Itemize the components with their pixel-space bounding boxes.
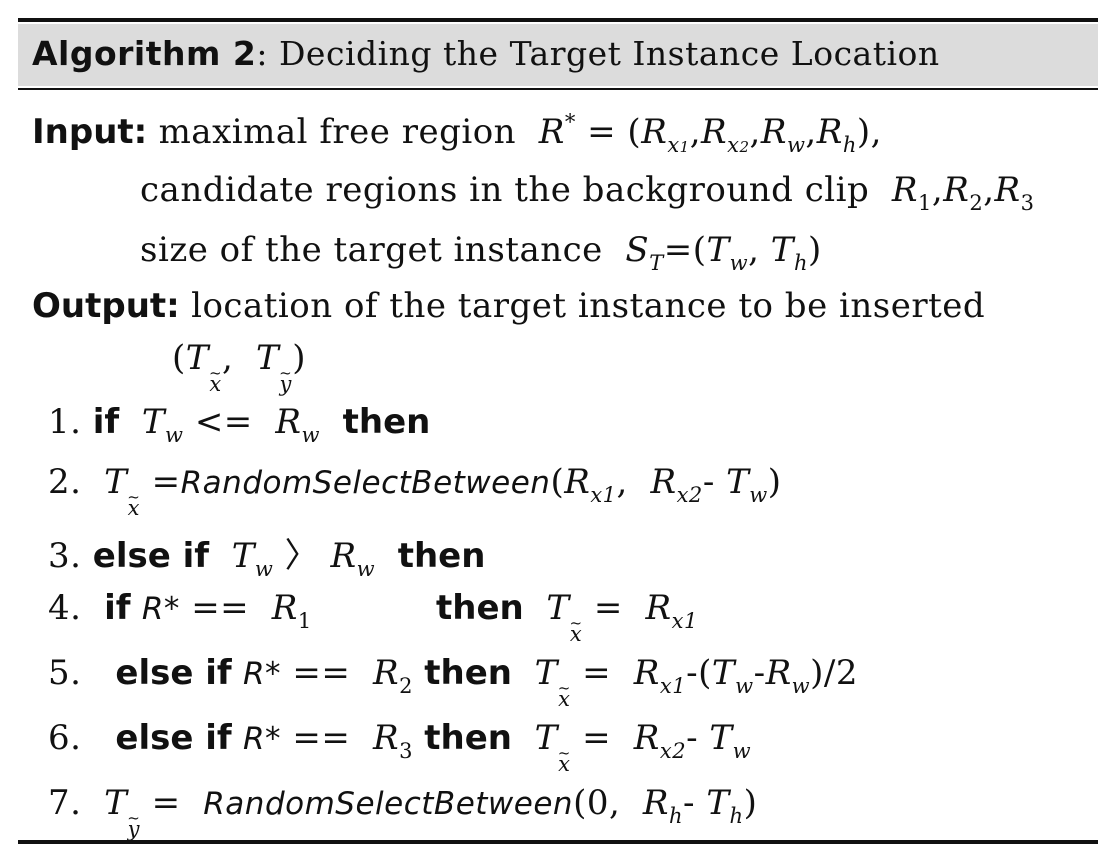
algorithm-title: Algorithm 2: Deciding the Target Instanc… xyxy=(32,34,940,73)
title-band xyxy=(18,24,1098,86)
step-4: 4. if R* == R1 xyxy=(48,588,312,633)
random-select-fn: RandomSelectBetween xyxy=(180,465,551,501)
step-3: 3. else if Tw 〉 Rw then xyxy=(48,536,486,581)
input-line-1: Input: maximal free region R* = (Rx1,Rx2… xyxy=(32,110,882,157)
input-line-3: size of the target instance ST=(Tw, Th) xyxy=(140,230,822,275)
top-rule xyxy=(18,18,1098,22)
algorithm-title-text: Deciding the Target Instance Location xyxy=(278,34,940,73)
bottom-rule xyxy=(18,840,1098,844)
step-7: 7. T~y = RandomSelectBetween(0, Rh- Th) xyxy=(48,783,758,841)
input-line-2: candidate regions in the background clip… xyxy=(140,170,1035,215)
output-line-1: Output: location of the target instance … xyxy=(32,286,986,326)
output-line-2: (T~x, T~y) xyxy=(172,338,306,396)
step-4-then: then T~x = Rx1 xyxy=(436,588,698,646)
step-5: 5. else if R* == R2 then T~x = Rx1-(Tw-R… xyxy=(48,653,859,711)
output-label: Output: xyxy=(32,286,180,326)
step-1: 1. if Tw <= Rw then xyxy=(48,402,431,447)
step-6: 6. else if R* == R3 then T~x = Rx2- Tw xyxy=(48,718,752,776)
step-2: 2. T~x =RandomSelectBetween(Rx1, Rx2- Tw… xyxy=(48,462,782,520)
algorithm-label: Algorithm 2 xyxy=(32,34,257,73)
title-rule xyxy=(18,88,1098,90)
math-r-star: R* xyxy=(527,110,576,152)
math-target-size: S xyxy=(614,230,650,270)
math-candidate-regions: R xyxy=(880,170,919,210)
input-label: Input: xyxy=(32,112,148,152)
